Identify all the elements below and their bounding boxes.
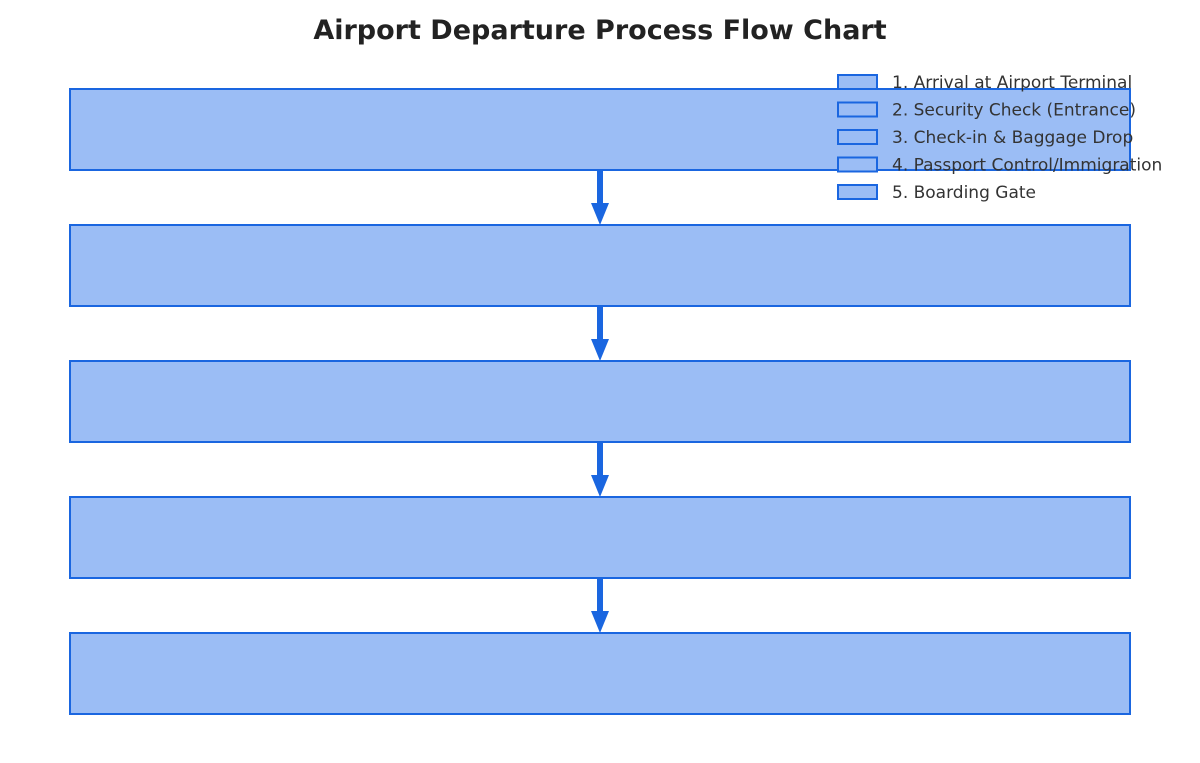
legend-swatch [837,74,878,90]
legend-item-5: 5. Boarding Gate [837,183,1036,203]
legend-item-1: 1. Arrival at Airport Terminal [837,73,1132,93]
flow-step-box-5 [69,632,1131,715]
legend-swatch [837,184,878,200]
chart-title: Airport Departure Process Flow Chart [313,15,886,46]
legend-label: 3. Check-in & Baggage Drop [892,128,1133,148]
flow-step-box-4 [69,496,1131,579]
legend-label: 2. Security Check (Entrance) [892,101,1136,121]
flow-arrow-4-to-5 [591,578,609,633]
flow-arrows [591,170,609,633]
legend: 1. Arrival at Airport Terminal 2. Securit… [837,73,1162,203]
flow-step-box-2 [69,224,1131,307]
flow-step-box-3 [69,360,1131,443]
legend-item-4: 4. Passport Control/Immigration [837,156,1162,176]
flow-arrow-2-to-3 [591,306,609,361]
legend-label: 4. Passport Control/Immigration [892,156,1162,176]
legend-swatch [837,101,878,118]
legend-swatch [837,129,878,145]
legend-label: 1. Arrival at Airport Terminal [892,73,1132,93]
legend-label: 5. Boarding Gate [892,183,1036,203]
legend-item-2: 2. Security Check (Entrance) [837,101,1136,121]
flow-step-box-1 [69,88,1131,171]
flow-arrow-3-to-4 [591,442,609,497]
legend-swatch [837,156,878,173]
flow-arrow-1-to-2 [591,170,609,225]
legend-item-3: 3. Check-in & Baggage Drop [837,128,1133,148]
